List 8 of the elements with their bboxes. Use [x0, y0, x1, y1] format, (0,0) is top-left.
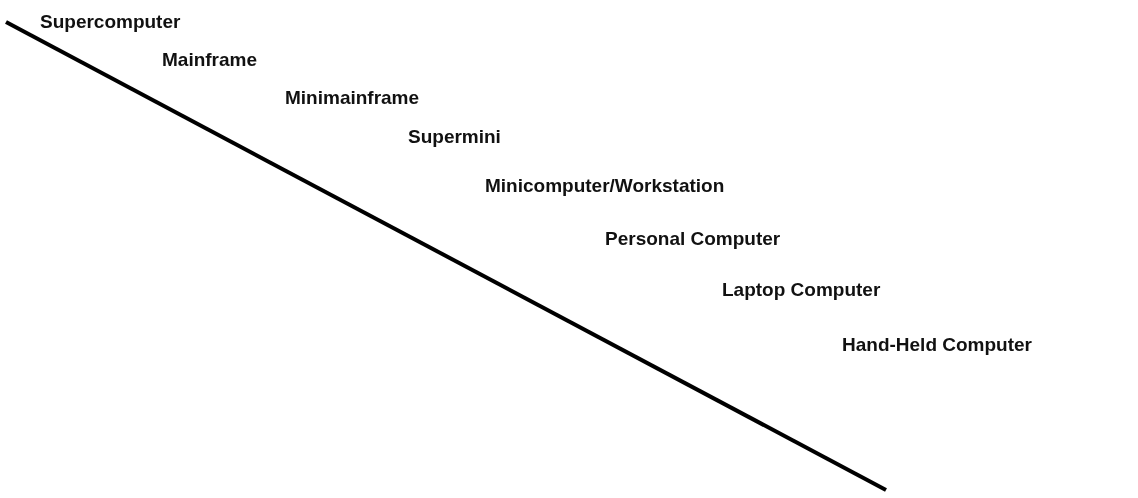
device-class-label: Minicomputer/Workstation [485, 175, 725, 197]
device-class-label: Mainframe [162, 49, 258, 71]
device-class-label: Personal Computer [605, 228, 781, 250]
device-class-label: Laptop Computer [722, 279, 881, 301]
device-class-label: Hand-Held Computer [842, 334, 1032, 356]
device-class-label: Supermini [408, 126, 501, 148]
device-class-label: Minimainframe [285, 87, 420, 109]
device-class-label: Supercomputer [40, 11, 181, 33]
